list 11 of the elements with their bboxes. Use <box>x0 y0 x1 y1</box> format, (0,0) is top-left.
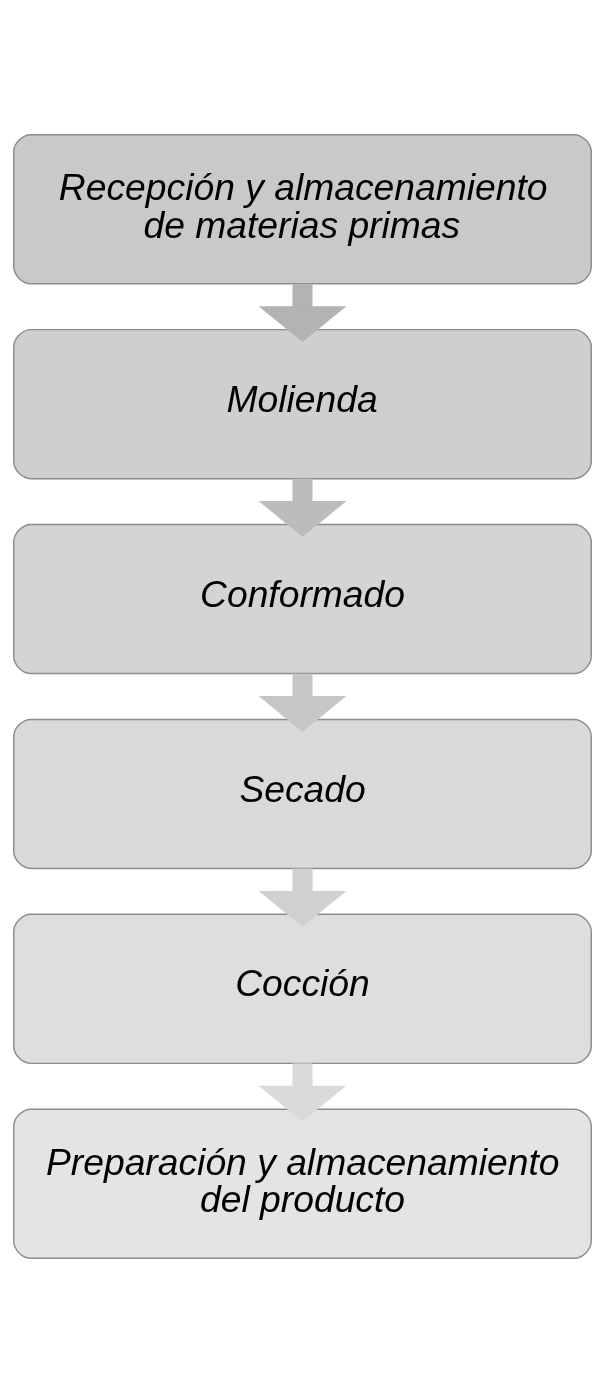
node-box: Secado <box>13 718 592 870</box>
arrow <box>258 283 347 343</box>
node-box: Molienda <box>13 328 592 480</box>
arrow <box>258 868 347 927</box>
arrow <box>258 478 347 537</box>
node-box: Cocción <box>13 913 592 1065</box>
node-box: Conformado <box>13 523 592 675</box>
node-box: Preparación y almacenamiento del producto <box>13 1108 592 1259</box>
arrow <box>258 673 347 732</box>
node-box: Recepción y almacenamiento de materias primas <box>13 134 592 285</box>
arrow <box>258 1063 347 1122</box>
